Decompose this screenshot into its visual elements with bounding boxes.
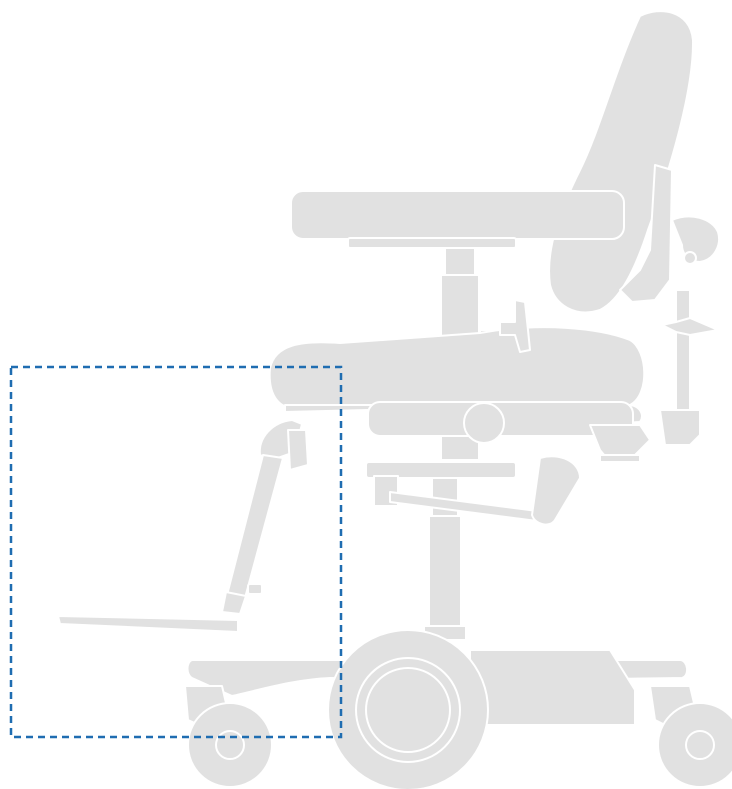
lift-column [428,515,462,627]
adjustment-knob [499,299,531,353]
control-support-clamp [659,409,701,446]
tilt-plate [531,455,581,526]
drive-wheel-hub [365,667,451,753]
legrest-tube [226,454,284,599]
highlight-box [9,365,343,739]
legrest-adjuster [221,591,247,615]
rear-caster-hub [685,730,715,760]
control-support-tube [675,289,691,411]
battery-housing [469,649,636,726]
seat-pivot-hub [463,402,505,444]
legrest-hanger-cap [287,429,309,471]
front-caster-hub [215,730,245,760]
footplate [57,615,239,633]
armrest-post-upper [444,247,476,277]
legrest-adjuster-screw [247,583,263,595]
tilt-link [389,491,546,523]
control-support-wing [661,317,719,336]
armrest [290,190,625,240]
backrest-bracket [619,164,673,303]
side-control-knob [683,251,697,265]
rear-strut-lever [599,454,641,463]
backrest [548,10,695,314]
armrest-bracket [347,237,517,249]
